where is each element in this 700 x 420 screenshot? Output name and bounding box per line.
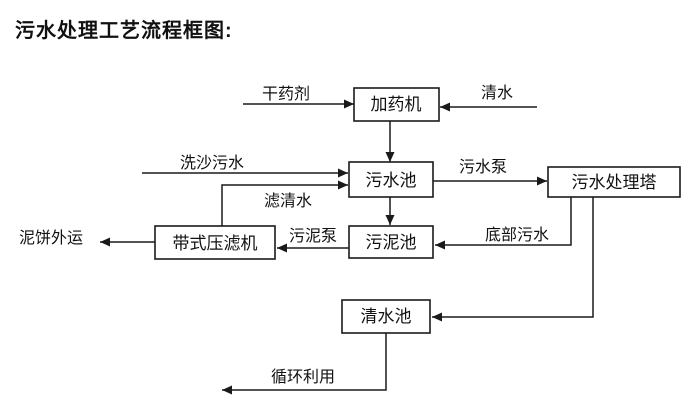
- edge-label-dry-agent: 干药剂: [262, 85, 310, 103]
- edge-label-bottom-sewage: 底部污水: [485, 226, 549, 244]
- edge-label-sand-washing-sewage: 洗沙污水: [180, 154, 244, 172]
- node-dosing-machine: 加药机: [353, 87, 440, 122]
- node-treatment-tower: 污水处理塔: [547, 166, 681, 198]
- edge-label-clear-water: 清水: [481, 84, 513, 102]
- node-treatment-tower-label: 污水处理塔: [572, 173, 657, 192]
- node-sludge-pool-box: [348, 225, 434, 259]
- node-clear-water-pool: 清水池: [341, 299, 431, 334]
- node-sewage-pool-box: [348, 161, 434, 198]
- node-sludge-pool-label: 污泥池: [366, 233, 417, 252]
- node-treatment-tower-box: [547, 166, 681, 198]
- node-clear-water-pool-box: [341, 299, 431, 334]
- edge-label-filtered-water: 滤清水: [264, 192, 312, 210]
- node-sewage-pool-label: 污水池: [366, 171, 417, 190]
- node-clear-water-pool-label: 清水池: [361, 307, 412, 326]
- bottom-sewage-arrow: [435, 197, 572, 250]
- page-title: 污水处理工艺流程框图:: [15, 18, 233, 42]
- edge-label-mud-cake-outbound: 泥饼外运: [19, 229, 83, 247]
- node-belt-filter-press: 带式压滤机: [154, 225, 276, 260]
- recycling-arrow: [222, 333, 387, 395]
- edge-label-sludge-pump: 污泥泵: [289, 227, 337, 245]
- tower-to-clear-water-arrow: [432, 197, 594, 322]
- node-dosing-machine-label: 加药机: [371, 95, 422, 114]
- node-sewage-pool: 污水池: [348, 161, 434, 198]
- node-belt-filter-press-box: [154, 225, 276, 260]
- node-sludge-pool: 污泥池: [348, 225, 434, 259]
- node-belt-filter-press-label: 带式压滤机: [173, 234, 258, 253]
- node-dosing-machine-box: [353, 87, 440, 122]
- edge-label-recycling: 循环利用: [271, 368, 335, 386]
- edge-label-sewage-pump: 污水泵: [459, 158, 507, 176]
- filtered-water-arrow: [221, 180, 348, 226]
